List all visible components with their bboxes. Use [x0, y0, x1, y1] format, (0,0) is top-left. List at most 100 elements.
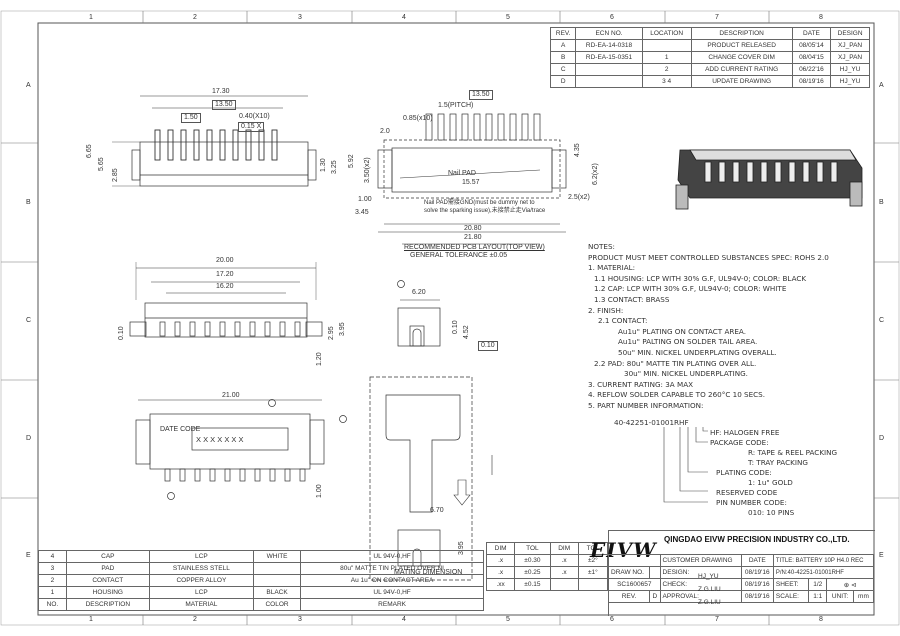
bom-header-desc: DESCRIPTION [65, 598, 150, 611]
bom-header-material: MATERIAL [148, 598, 254, 611]
dim-1-30: 1.30 [320, 158, 327, 172]
front-view-top [112, 95, 317, 187]
bom-remark: 80u" MATTE TIN PLATED OVER NI [300, 562, 484, 575]
bom-desc: HOUSING [65, 586, 150, 599]
row-label-c: C [26, 317, 32, 324]
tol-cell: .x [549, 566, 579, 579]
dim-3-50: 3.50(x2) [364, 157, 371, 183]
note-line: 2. FINISH: [588, 305, 624, 315]
general-tolerance: GENERAL TOLERANCE ±0.05 [410, 252, 508, 259]
rev-cell: B [549, 51, 577, 64]
pn-package-r: R: TAPE & REEL PACKING [748, 448, 838, 457]
pn-plating: PLATING CODE: [716, 468, 772, 477]
dim-17-30: 17.30 [212, 88, 230, 95]
tol-cell: .x [549, 554, 579, 567]
design-cell: HJ_YU [830, 63, 870, 76]
dim-1-00-bottom: 1.00 [316, 484, 323, 498]
dim-6-70: 6.70 [430, 507, 444, 514]
location-cell [641, 39, 692, 52]
dim-0-10-side: 0.10 [118, 326, 125, 340]
col-label-4-bottom: 4 [402, 616, 406, 623]
dim-tolerance-frame: 0.15 X [238, 122, 265, 132]
unit-label: UNIT: [826, 590, 854, 603]
bom-no: 4 [38, 550, 67, 563]
pn-plating-1: 1: 1u" GOLD [748, 478, 793, 487]
row-label-a: A [26, 82, 31, 89]
rev-value: D [649, 590, 661, 603]
date-header-label: DATE [740, 554, 774, 567]
nail-pad-note-2: solve the sparking issue),未接禁止走Via/trace [424, 208, 546, 214]
tol-header-tol-angle: TOL [577, 542, 609, 555]
bom-no: 3 [38, 562, 67, 575]
location-cell: 3 4 [641, 75, 692, 88]
notes-block: NOTES: PRODUCT MUST MEET CONTROLLED SUBS… [588, 242, 829, 412]
note-line: 2.1 CONTACT: [598, 316, 648, 326]
draw-no-label: DRAW NO. [607, 566, 651, 579]
row-label-b: B [26, 199, 31, 206]
dim-2-95: 2.95 [328, 326, 335, 340]
pn-reserved: RESERVED CODE [716, 488, 778, 497]
date-cell: 06/22'16 [791, 63, 832, 76]
rev-cell: A [549, 39, 577, 52]
row-label-c-right: C [879, 317, 885, 324]
dim-2-0: 2.0 [380, 128, 390, 135]
dim-3-95-side: 3.95 [339, 322, 346, 336]
pn-package: PACKAGE CODE: [710, 438, 769, 447]
note-line: 3. CURRENT RATING: 3A MAX [588, 379, 694, 389]
dim-15-57: 15.57 [462, 179, 480, 186]
ecn-cell [575, 75, 643, 88]
label-nail-pad: Nail PAD [448, 170, 476, 177]
description-cell: PRODUCT RELEASED [690, 39, 793, 52]
bom-material: STAINLESS STELL [148, 562, 254, 575]
description-cell: ADD CURRENT RATING [690, 63, 793, 76]
tol-cell [549, 578, 579, 591]
dim-5-92: 5.92 [348, 154, 355, 168]
pn-hf: HF: HALOGEN FREE [710, 428, 780, 437]
design-cell: XJ_PAN [830, 51, 870, 64]
bom-desc: PAD [65, 562, 150, 575]
pn-package-t: T: TRAY PACKING [748, 458, 808, 467]
col-label-2: 2 [193, 14, 197, 21]
dim-6-65: 6.65 [86, 144, 93, 158]
bom-material: LCP [148, 550, 254, 563]
col-label-3-bottom: 3 [298, 616, 302, 623]
dim-1-50: 1.50 [181, 113, 201, 123]
rev-header: REV. [549, 27, 577, 40]
description-header: DESCRIPTION [690, 27, 793, 40]
row-label-a-right: A [879, 82, 884, 89]
pcb-layout [377, 113, 567, 245]
note-line: 30u" MIN. NICKEL UNDERPLATING. [624, 369, 748, 379]
part-number-leaders [663, 427, 708, 503]
tol-cell: ±0.15 [514, 578, 551, 591]
ecn-header: ECN NO. [575, 27, 643, 40]
note-line: PRODUCT MUST MEET CONTROLLED SUBSTANCES … [588, 252, 829, 262]
dim-13-50-layout: 13.50 [469, 90, 493, 100]
date-code-value: X X X X X X X [196, 435, 244, 444]
design-date: 08/19'16 [740, 566, 774, 579]
design-header: DESIGN [830, 27, 870, 40]
col-label-4: 4 [402, 14, 406, 21]
tol-header-dim-angle: DIM [549, 542, 579, 555]
note-line: 4. REFLOW SOLDER CAPABLE TO 260°C 10 SEC… [588, 390, 766, 400]
dim-1-20: 1.20 [316, 352, 323, 366]
note-line: 1.3 CONTACT: BRASS [594, 294, 670, 304]
tol-cell: ±0.30 [514, 554, 551, 567]
dim-0-40: 0.40(X10) [239, 113, 270, 120]
description-cell: CHANGE COVER DIM [690, 51, 793, 64]
dim-21-80: 21.80 [464, 234, 482, 241]
sheet-label: SHEET: [772, 578, 810, 591]
designer-name: HJ_YU [698, 573, 719, 580]
bom-material: LCP [148, 586, 254, 599]
draw-no-value: SC1600657 [608, 578, 661, 591]
dim-17-20: 17.20 [216, 271, 234, 278]
dim-6-2: 6.2(x2) [592, 163, 599, 185]
dim-4-35: 4.35 [574, 143, 581, 157]
col-label-2-bottom: 2 [193, 616, 197, 623]
col-label-7: 7 [715, 14, 719, 21]
bom-header-no: NO. [38, 598, 67, 611]
